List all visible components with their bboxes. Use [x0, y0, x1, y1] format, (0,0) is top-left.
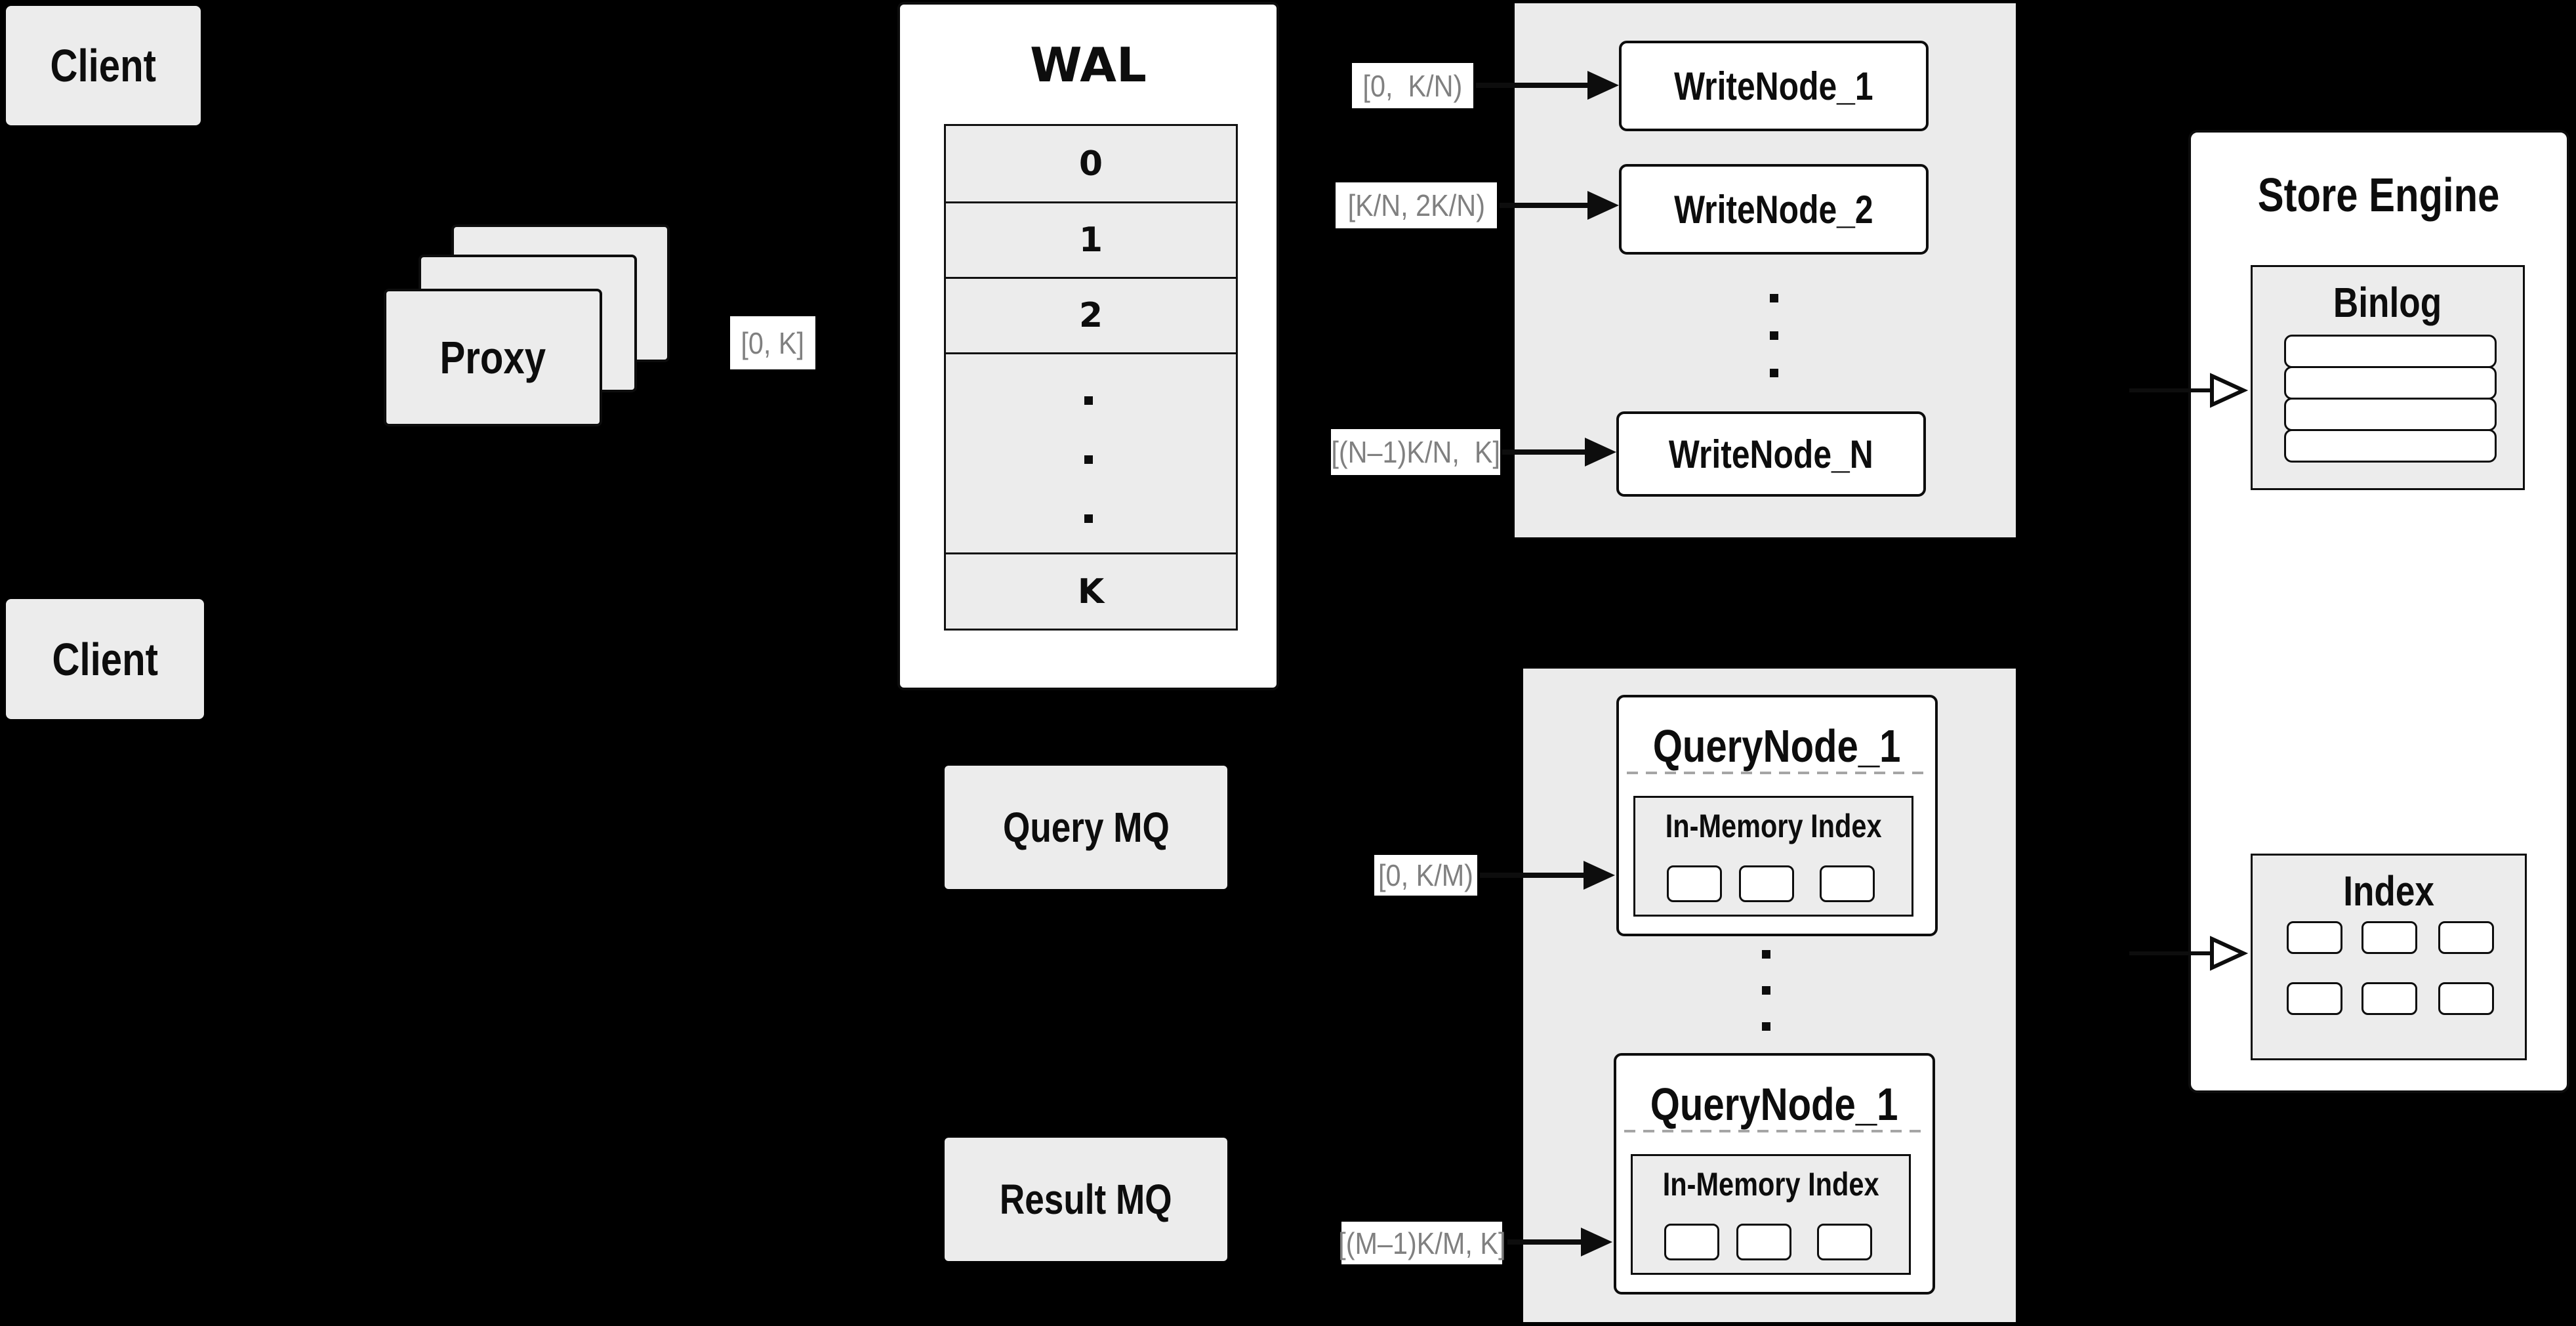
in-memory-index-bottom-box: In-Memory Index	[1631, 1154, 1911, 1275]
query-node-top-title: QueryNode_1	[1653, 720, 1901, 772]
query-ellipsis-dot	[1762, 986, 1770, 995]
index-cell	[2438, 921, 2494, 954]
memory-segment-cell	[1664, 1224, 1719, 1260]
wal-ellipsis-dot	[1084, 396, 1093, 405]
range-label-write-2: [K/N, 2K/N)	[1336, 182, 1497, 228]
store-engine-box: Store Engine Binlog Index	[2188, 130, 2569, 1093]
memory-segment-cell	[1736, 1224, 1791, 1260]
memory-segment-cell	[1667, 865, 1722, 902]
wal-ellipsis-dot	[1084, 455, 1093, 464]
range-label-query-1: [0, K/M)	[1374, 855, 1477, 896]
in-memory-index-top-title-wrap: In-Memory Index	[1635, 806, 1912, 846]
query-mq-label: Query MQ	[1002, 804, 1170, 851]
wal-row-2: 2	[944, 277, 1238, 354]
wal-row-k: K	[944, 552, 1238, 631]
in-memory-index-top-box: In-Memory Index	[1633, 796, 1913, 917]
client-top-label: Client	[50, 40, 157, 91]
index-cell	[2361, 982, 2417, 1015]
query-ellipsis-dot	[1762, 950, 1770, 959]
range-label-proxy-out-text: [0, K]	[741, 325, 805, 360]
in-memory-index-bottom-title: In-Memory Index	[1662, 1166, 1879, 1203]
index-box: Index	[2251, 854, 2527, 1060]
write-node-2-box: WriteNode_2	[1619, 164, 1929, 255]
write-ellipsis-dot	[1770, 331, 1778, 340]
store-engine-title: Store Engine	[2258, 169, 2500, 222]
query-node-bottom-title-wrap: QueryNode_1	[1616, 1074, 1932, 1134]
query-node-bottom-box: QueryNode_1 In-Memory Index	[1614, 1053, 1935, 1295]
memory-segment-cell	[1817, 1224, 1872, 1260]
index-cell	[2438, 982, 2494, 1015]
proxy-label: Proxy	[440, 332, 546, 383]
index-cell	[2287, 921, 2342, 954]
index-title: Index	[2343, 867, 2434, 915]
write-node-2-label: WriteNode_2	[1674, 187, 1873, 232]
memory-segment-cell	[1739, 865, 1794, 902]
in-memory-index-bottom-title-wrap: In-Memory Index	[1633, 1164, 1909, 1205]
store-engine-title-wrap: Store Engine	[2191, 164, 2567, 227]
wal-title: WAL	[1030, 37, 1147, 93]
write-ellipsis-dot	[1770, 294, 1778, 302]
binlog-row	[2284, 366, 2497, 400]
write-node-n-label: WriteNode_N	[1669, 432, 1873, 476]
result-mq-label: Result MQ	[1000, 1176, 1172, 1223]
client-box-bottom: Client	[6, 599, 204, 719]
range-label-write-1-text: [0, K/N)	[1362, 68, 1463, 103]
wal-row-2-text: 2	[1078, 296, 1103, 335]
binlog-row	[2284, 335, 2497, 368]
query-ellipsis-dot	[1762, 1022, 1770, 1031]
range-label-query-1-text: [0, K/M)	[1378, 858, 1473, 892]
wal-row-1-text: 1	[1078, 220, 1103, 260]
result-mq-box: Result MQ	[945, 1138, 1227, 1261]
range-label-write-n: [(N–1)K/N, K]	[1331, 429, 1500, 475]
client-bottom-label: Client	[52, 633, 158, 685]
client-box-top: Client	[6, 6, 201, 125]
wal-row-0-text: 0	[1078, 144, 1103, 184]
range-label-query-m: [(M–1)K/M, K]	[1338, 1222, 1506, 1264]
binlog-row	[2284, 429, 2497, 463]
wal-row-0: 0	[944, 124, 1238, 203]
query-node-bottom-title: QueryNode_1	[1650, 1079, 1898, 1130]
range-label-write-1: [0, K/N)	[1352, 63, 1473, 108]
wal-row-1: 1	[944, 201, 1238, 279]
range-label-proxy-out: [0, K]	[730, 316, 815, 369]
range-label-query-m-text: [(M–1)K/M, K]	[1338, 1226, 1506, 1260]
index-title-wrap: Index	[2253, 865, 2525, 917]
wal-row-ellipsis	[944, 352, 1238, 554]
binlog-box: Binlog	[2251, 265, 2525, 490]
binlog-row	[2284, 398, 2497, 431]
index-cell	[2287, 982, 2342, 1015]
query-node-top-box: QueryNode_1 In-Memory Index	[1616, 695, 1938, 936]
query-node-top-title-wrap: QueryNode_1	[1619, 716, 1935, 776]
query-mq-box: Query MQ	[945, 766, 1227, 889]
write-ellipsis-dot	[1770, 369, 1778, 377]
wal-box: WAL 0 1 2 K	[897, 2, 1279, 690]
range-label-write-n-text: [(N–1)K/N, K]	[1331, 435, 1500, 469]
wal-ellipsis-dot	[1084, 514, 1093, 523]
write-node-1-label: WriteNode_1	[1674, 64, 1873, 108]
proxy-card-front: Proxy	[384, 289, 602, 426]
wal-row-k-text: K	[1077, 571, 1105, 611]
write-node-n-box: WriteNode_N	[1616, 411, 1926, 497]
write-node-1-box: WriteNode_1	[1619, 41, 1929, 131]
memory-segment-cell	[1820, 865, 1875, 902]
in-memory-index-top-title: In-Memory Index	[1665, 808, 1882, 844]
range-label-write-2-text: [K/N, 2K/N)	[1347, 188, 1485, 222]
binlog-title-wrap: Binlog	[2253, 276, 2523, 329]
index-cell	[2361, 921, 2417, 954]
binlog-title: Binlog	[2333, 279, 2442, 326]
